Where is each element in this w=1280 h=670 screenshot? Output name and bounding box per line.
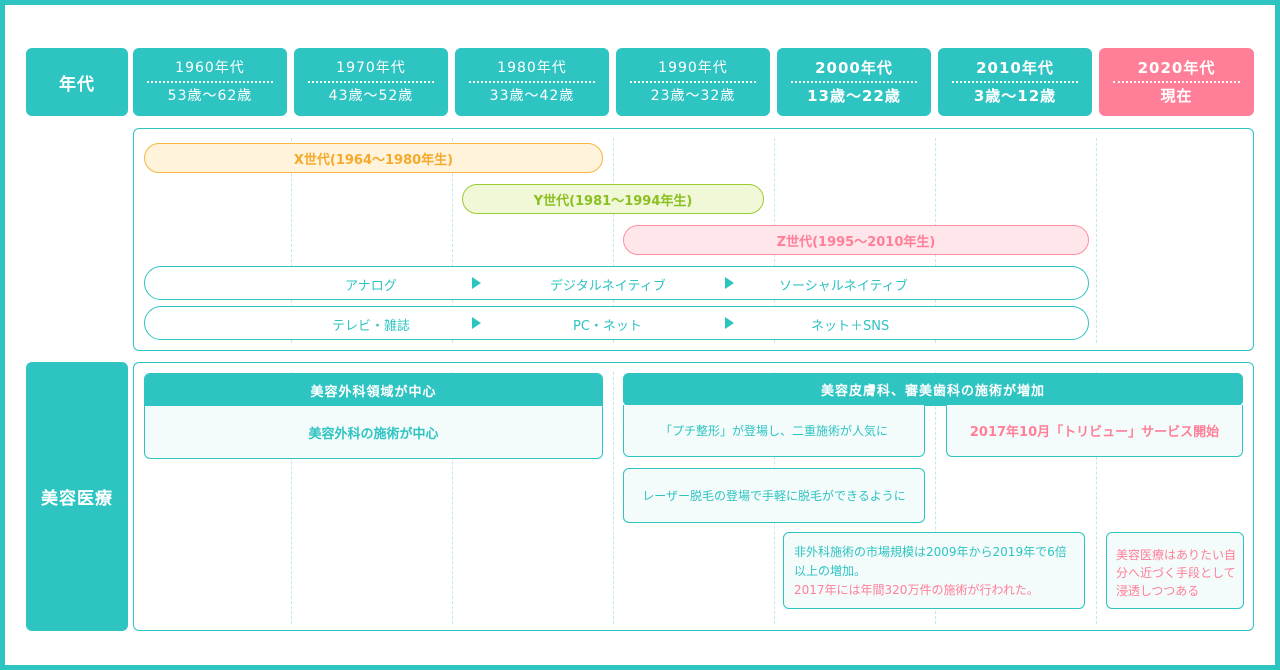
era-decade: 2000年代 (791, 59, 917, 83)
era-age: 13歳〜22歳 (807, 87, 901, 105)
arrow-right-icon (725, 317, 734, 329)
era-age: 現在 (1160, 87, 1193, 105)
era-divider (291, 138, 292, 343)
tribeau-launch-box: 2017年10月「トリビュー」サービス開始 (946, 405, 1243, 457)
era-decade: 1970年代 (308, 59, 434, 83)
era-2000s: 2000年代 13歳〜22歳 (777, 48, 931, 116)
market-growth-box: 非外科施術の市場規模は2009年から2019年で6倍 以上の増加。 2017年に… (783, 532, 1085, 609)
era-decade: 1990年代 (630, 59, 756, 83)
arrow-right-icon (472, 277, 481, 289)
surgery-card-body: 美容外科の施術が中心 (308, 426, 439, 442)
era-row-label: 年代 (26, 48, 128, 116)
flow-step-pc-net: PC・ネット (573, 319, 642, 334)
era-1980s: 1980年代 33歳〜42歳 (455, 48, 609, 116)
dermatology-header: 美容皮膚科、審美歯科の施術が増加 (623, 373, 1243, 406)
laser-hair-removal-box: レーザー脱毛の登場で手軽に脱毛ができるように (623, 468, 925, 523)
market-growth-line: 以上の増加。 (794, 564, 867, 578)
future-outlook-line: 美容医療はありたい自 (1116, 548, 1237, 562)
era-1960s: 1960年代 53歳〜62歳 (133, 48, 287, 116)
era-2020s: 2020年代 現在 (1099, 48, 1254, 116)
era-age: 33歳〜42歳 (489, 88, 575, 104)
generation-z-bar: Z世代(1995〜2010年生) (623, 225, 1089, 255)
era-divider (452, 372, 453, 624)
future-outlook-line: 浸透しつつある (1116, 584, 1200, 598)
cosmetic-medicine-label: 美容医療 (26, 362, 128, 631)
generation-y-bar: Y世代(1981〜1994年生) (462, 184, 764, 214)
era-divider (1096, 372, 1097, 624)
future-outlook-line: 分へ近づく手段として (1116, 566, 1236, 580)
market-growth-line: 非外科施術の市場規模は2009年から2019年で6倍 (794, 545, 1067, 559)
flow-step-social-native: ソーシャルネイティブ (779, 279, 908, 294)
surgery-card: 美容外科領域が中心 美容外科の施術が中心 (144, 373, 603, 459)
era-decade: 1980年代 (469, 59, 595, 83)
market-growth-line: 2017年には年間320万件の施術が行われた。 (794, 583, 1039, 597)
future-outlook-box: 美容医療はありたい自 分へ近づく手段として 浸透しつつある (1106, 532, 1244, 609)
puchi-seikei-box: 「プチ整形」が登場し、二重施術が人気に (623, 405, 925, 457)
era-decade: 1960年代 (147, 59, 273, 83)
arrow-right-icon (725, 277, 734, 289)
surgery-card-title: 美容外科領域が中心 (145, 374, 602, 406)
flow-step-net-sns: ネット＋SNS (811, 319, 890, 334)
era-decade: 2010年代 (952, 59, 1078, 83)
media-flow-row: テレビ・雑誌 PC・ネット ネット＋SNS (144, 306, 1089, 340)
era-divider (452, 138, 453, 343)
era-1990s: 1990年代 23歳〜32歳 (616, 48, 770, 116)
era-2010s: 2010年代 3歳〜12歳 (938, 48, 1092, 116)
era-age: 3歳〜12歳 (973, 87, 1057, 105)
era-1970s: 1970年代 43歳〜52歳 (294, 48, 448, 116)
dermatology-header-title: 美容皮膚科、審美歯科の施術が増加 (623, 373, 1243, 405)
era-divider (613, 372, 614, 624)
era-divider (613, 138, 614, 343)
era-age: 43歳〜52歳 (328, 88, 414, 104)
era-age: 53歳〜62歳 (167, 88, 253, 104)
era-divider (1096, 138, 1097, 343)
flow-step-analog: アナログ (345, 279, 397, 294)
generation-x-bar: X世代(1964〜1980年生) (144, 143, 603, 173)
era-divider (291, 372, 292, 624)
native-flow-row: アナログ デジタルネイティブ ソーシャルネイティブ (144, 266, 1089, 300)
era-decade: 2020年代 (1113, 59, 1240, 83)
flow-step-tv-magazine: テレビ・雑誌 (332, 319, 411, 334)
era-age: 23歳〜32歳 (650, 88, 736, 104)
flow-step-digital-native: デジタルネイティブ (550, 279, 666, 294)
arrow-right-icon (472, 317, 481, 329)
era-divider (935, 372, 936, 624)
